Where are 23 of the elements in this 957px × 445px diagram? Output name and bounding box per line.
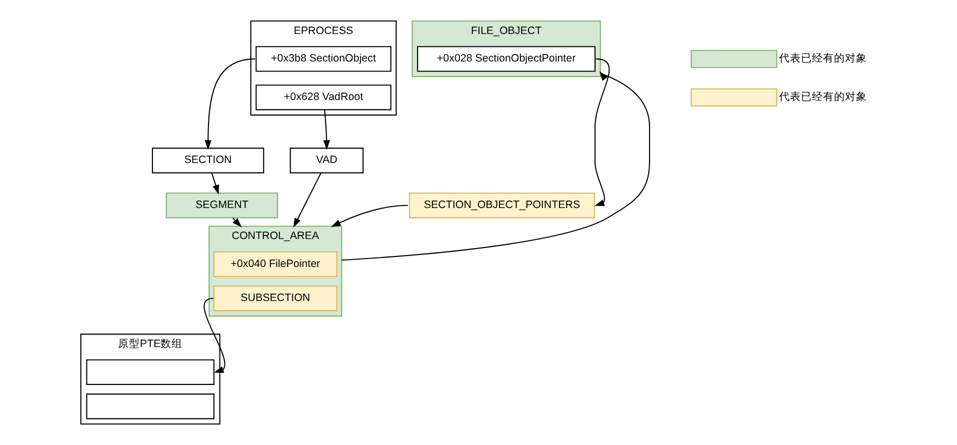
arrow: [594, 58, 610, 206]
node-box: SEGMENT: [166, 192, 278, 218]
node-box: SECTION_OBJECT_POINTERS: [409, 192, 596, 218]
legend-label: 代表已经有的对象: [778, 91, 867, 104]
arrow: [331, 204, 408, 227]
node-box: SUBSECTION: [213, 286, 338, 312]
cluster: 原型PTE数组: [80, 334, 220, 425]
arrow: [211, 172, 219, 195]
node-box: [86, 394, 214, 420]
arrow: [323, 110, 330, 150]
arrow: [232, 218, 242, 228]
arrow: [204, 58, 256, 150]
arrow: [342, 71, 650, 261]
node-box: +0x028 SectionObjectPointer: [417, 46, 596, 72]
node-box: SECTION: [152, 148, 264, 174]
node-box: +0x628 VadRoot: [256, 84, 392, 110]
node-box: [86, 359, 214, 385]
node-box: +0x3b8 SectionObject: [256, 46, 392, 72]
legend-label: 代表已经有的对象: [778, 52, 867, 65]
arrow: [204, 298, 226, 373]
node-box: +0x040 FilePointer: [213, 251, 338, 278]
node-box: VAD: [290, 148, 364, 174]
arrow: [293, 172, 322, 228]
